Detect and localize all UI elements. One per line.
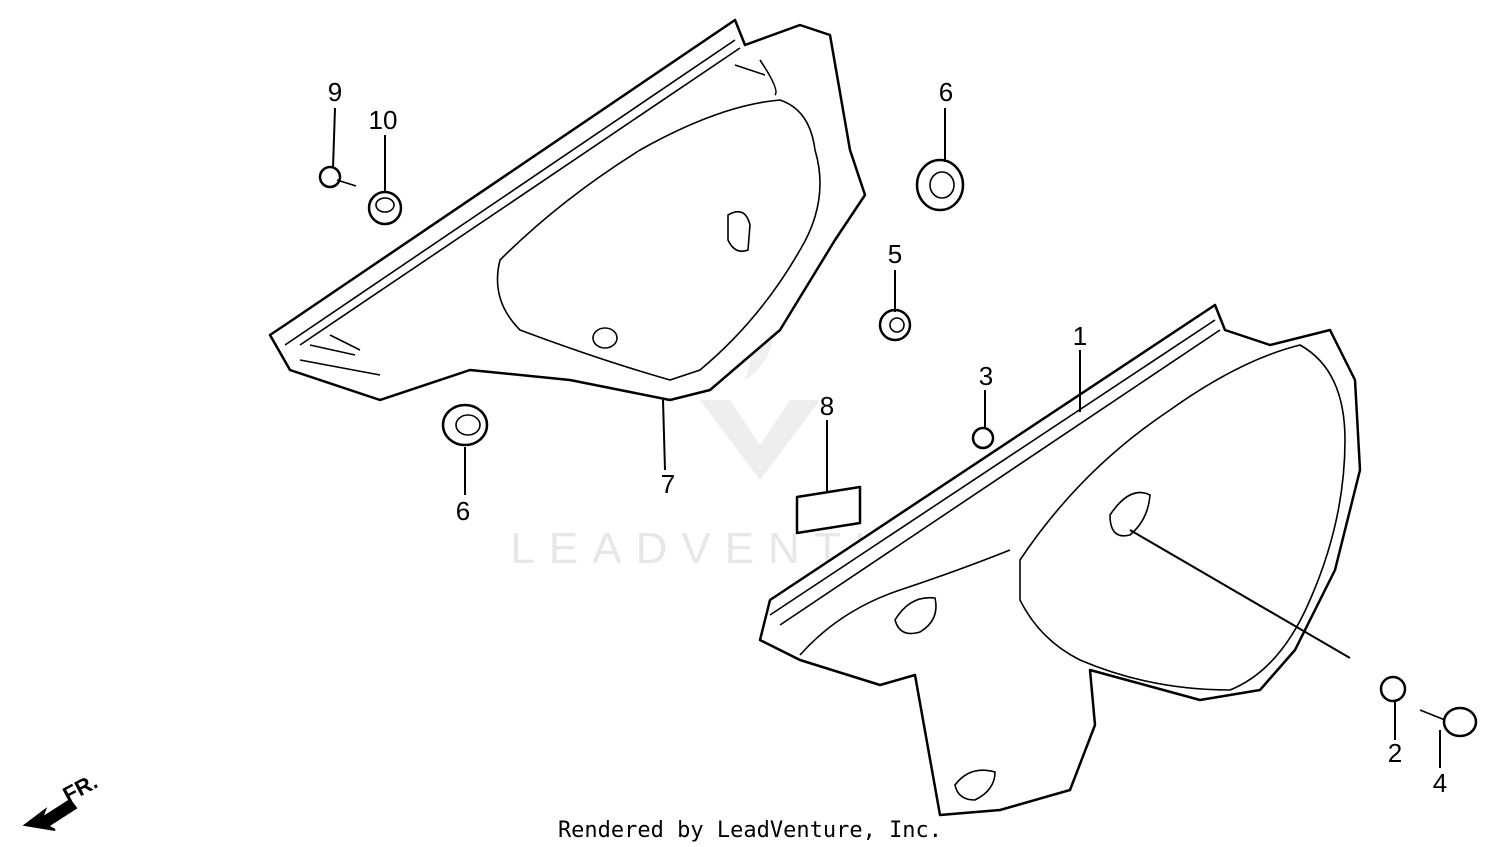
- callout-10: 10: [369, 105, 398, 135]
- callout-4: 4: [1433, 768, 1447, 798]
- callout-8: 8: [820, 391, 834, 421]
- footer-credit: Rendered by LeadVenture, Inc.: [558, 818, 942, 843]
- part-9-screw[interactable]: [318, 165, 357, 189]
- callout-7: 7: [661, 469, 675, 499]
- callout-2: 2: [1388, 738, 1402, 768]
- callout-6-left: 6: [456, 496, 470, 526]
- part-6-grommet-left[interactable]: [441, 403, 489, 447]
- front-direction-label: FR.: [59, 769, 102, 808]
- part-1-right-side-cover[interactable]: [758, 303, 1362, 817]
- callout-6-right: 6: [939, 77, 953, 107]
- part-3-nut[interactable]: [971, 426, 995, 450]
- part-6-grommet-right[interactable]: [915, 158, 965, 212]
- part-2-collar[interactable]: [1379, 675, 1407, 703]
- callout-3: 3: [979, 361, 993, 391]
- part-5-collar[interactable]: [878, 308, 912, 342]
- front-direction-arrow: FR.: [22, 769, 102, 831]
- leader-lines: [332, 107, 1441, 768]
- part-4-bolt[interactable]: [1419, 706, 1478, 738]
- part-8-label[interactable]: [795, 485, 862, 535]
- callout-9: 9: [328, 77, 342, 107]
- callouts: 1 2 3 4 5 6 6 7 8 9 10: [328, 77, 1447, 798]
- callout-1: 1: [1073, 321, 1087, 351]
- callout-5: 5: [888, 239, 902, 269]
- part-7-left-side-cover[interactable]: [268, 18, 867, 402]
- part-10-collar[interactable]: [367, 190, 403, 226]
